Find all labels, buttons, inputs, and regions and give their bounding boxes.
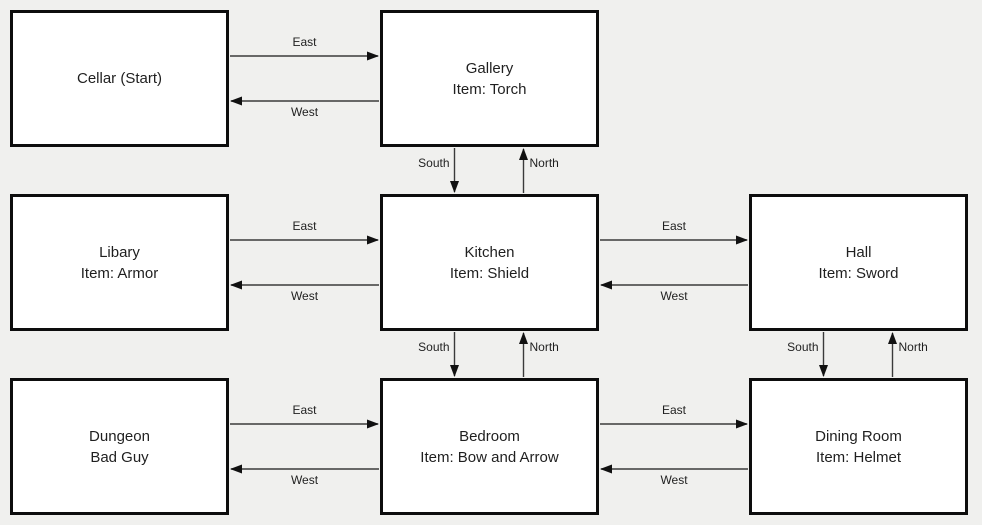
east-label: East xyxy=(661,219,687,233)
room-name: Hall xyxy=(845,243,872,261)
north-label: North xyxy=(529,339,559,354)
south-label: South xyxy=(787,339,819,354)
room-item: Item: Helmet xyxy=(815,448,902,466)
room-item: Item: Armor xyxy=(80,264,159,282)
room-name: Bedroom xyxy=(459,427,520,445)
north-label: North xyxy=(529,155,559,170)
room-name: Cellar (Start) xyxy=(76,70,162,87)
east-label: East xyxy=(292,219,317,233)
room-name: Dining Room xyxy=(815,427,902,445)
north-label: North xyxy=(898,339,928,354)
west-label: West xyxy=(290,289,319,303)
west-label: West xyxy=(290,105,319,119)
west-label: West xyxy=(660,473,688,487)
room-name: Libary xyxy=(99,243,140,261)
room-name: Kitchen xyxy=(464,243,515,261)
room-item: Item: Torch xyxy=(452,80,527,98)
west-label: West xyxy=(660,289,688,303)
east-label: East xyxy=(661,403,687,417)
south-label: South xyxy=(418,155,450,170)
east-label: East xyxy=(292,35,317,49)
room-name: Dungeon xyxy=(89,427,150,445)
room-item: Item: Bow and Arrow xyxy=(420,448,559,466)
room-box-cellar: Cellar (Start) xyxy=(10,10,229,147)
room-name: Gallery xyxy=(465,59,514,77)
south-label: South xyxy=(418,339,450,354)
room-item: Bad Guy xyxy=(90,448,149,466)
east-label: East xyxy=(292,403,317,417)
room-item: Item: Shield xyxy=(449,264,530,282)
room-item: Item: Sword xyxy=(818,264,899,282)
west-label: West xyxy=(290,473,319,487)
